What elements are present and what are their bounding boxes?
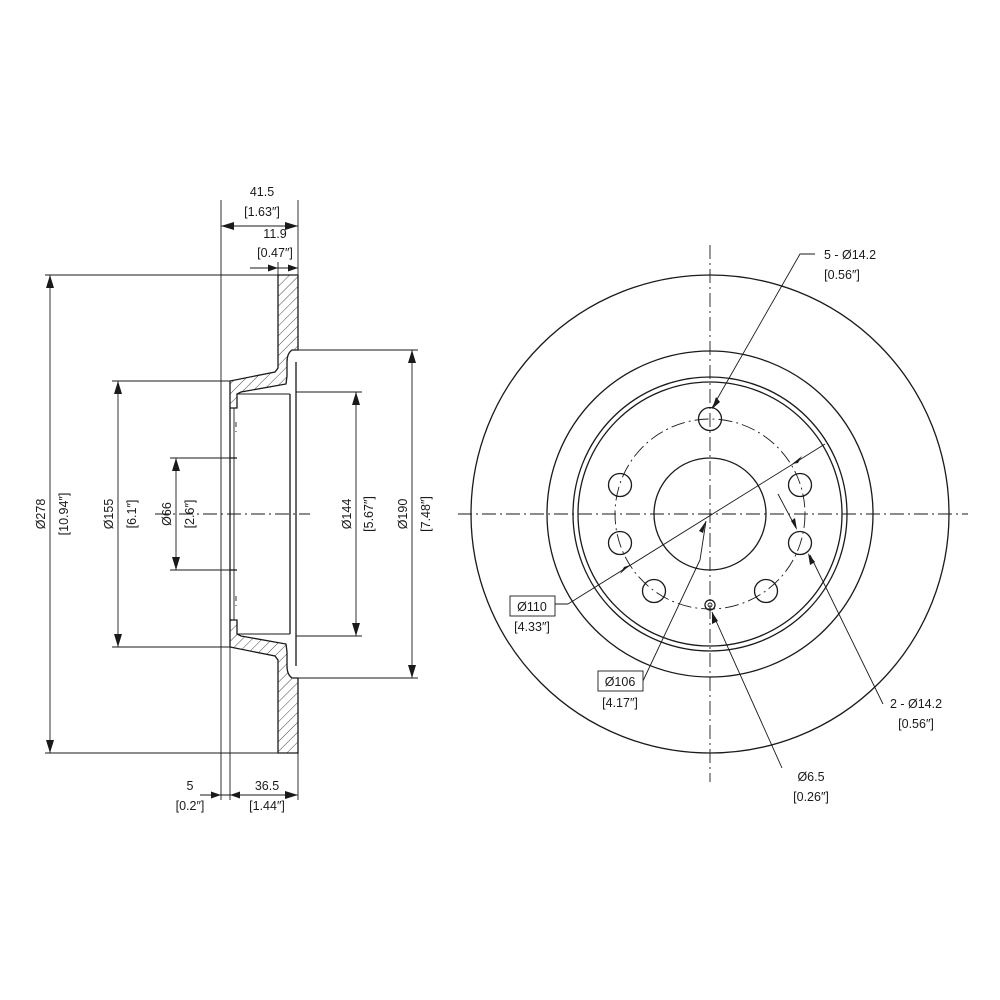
label-5-in: [0.2″] xyxy=(176,799,205,813)
label-144-in: [5.67″] xyxy=(362,496,376,532)
leader-6-5 xyxy=(711,611,783,769)
side-section-view: Ø278 [10.94″] Ø155 [6.1″] Ø66 [2.6″] Ø14… xyxy=(34,185,433,813)
label-6-5-in: [0.26″] xyxy=(793,790,829,804)
bolt-circle xyxy=(614,418,806,610)
label-11-9-in: [0.47″] xyxy=(257,246,293,260)
label-106-in: [4.17″] xyxy=(602,696,638,710)
label-2-holes-in: [0.56″] xyxy=(898,717,934,731)
label-155-mm: Ø155 xyxy=(102,499,116,530)
label-5-holes-in: [0.56″] xyxy=(824,268,860,282)
label-5-holes-mm: 5 - Ø14.2 xyxy=(824,248,876,262)
label-2-holes-mm: 2 - Ø14.2 xyxy=(890,697,942,711)
extra-hole xyxy=(607,530,633,556)
label-110-in: [4.33″] xyxy=(514,620,550,634)
bolt-holes xyxy=(607,406,813,611)
label-155-in: [6.1″] xyxy=(125,500,139,529)
lower-section-profile xyxy=(229,619,299,754)
hat-outer-circle xyxy=(572,376,848,652)
front-view: 5 - Ø14.2 [0.56″] Ø110 [4.33″] Ø106 [4.1… xyxy=(458,245,968,804)
label-190-mm: Ø190 xyxy=(396,499,410,530)
label-66-mm: Ø66 xyxy=(160,502,174,526)
hat-inner-circle xyxy=(577,381,843,647)
extra-hole xyxy=(787,530,813,556)
label-41-5-in: [1.63″] xyxy=(244,205,280,219)
label-278-mm: Ø278 xyxy=(34,499,48,530)
label-36-5-in: [1.44″] xyxy=(249,799,285,813)
bolt-hole xyxy=(753,578,779,604)
box-110 xyxy=(509,595,556,617)
label-11-9-mm: 11.9 xyxy=(263,227,286,241)
leader-110 xyxy=(567,443,826,605)
bolt-hole xyxy=(697,406,723,432)
center-bore-circle xyxy=(653,457,767,571)
label-190-in: [7.48″] xyxy=(419,496,433,532)
label-106-mm: Ø106 xyxy=(605,675,636,689)
bolt-hole xyxy=(787,472,813,498)
label-66-in: [2.6″] xyxy=(183,500,197,529)
outer-edge-circle xyxy=(470,274,950,754)
label-278-in: [10.94″] xyxy=(57,493,71,536)
leader-5-holes xyxy=(711,253,815,409)
box-106 xyxy=(597,670,644,692)
label-5-mm: 5 xyxy=(187,779,194,793)
label-144-mm: Ø144 xyxy=(340,499,354,530)
bolt-hole xyxy=(607,472,633,498)
leader-2-holes xyxy=(809,554,884,705)
label-110-mm: Ø110 xyxy=(517,600,547,614)
label-36-5-mm: 36.5 xyxy=(255,779,279,793)
label-41-5-mm: 41.5 xyxy=(250,185,274,199)
friction-inner-circle xyxy=(546,350,874,678)
label-6-5-mm: Ø6.5 xyxy=(797,770,824,784)
leader-106 xyxy=(641,559,701,684)
locating-hole xyxy=(704,599,716,611)
bolt-hole xyxy=(641,578,667,604)
upper-section-profile xyxy=(229,274,299,409)
